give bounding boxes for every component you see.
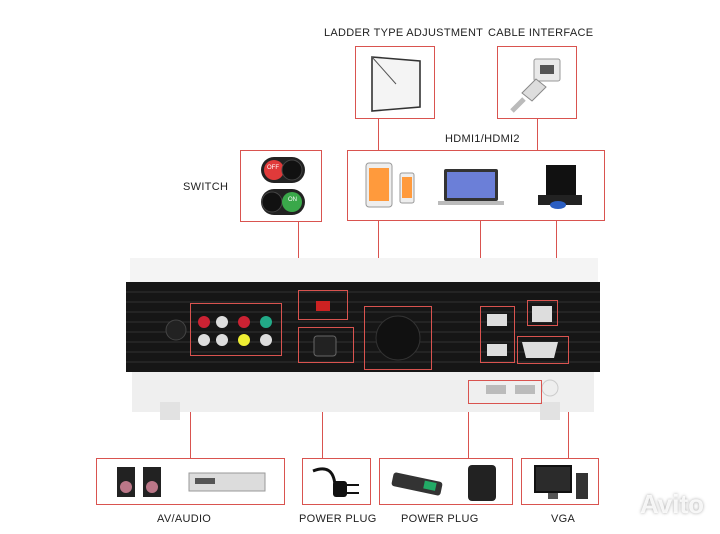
connector-line: [190, 374, 191, 458]
monitor-icon: [534, 465, 588, 499]
hdmi-ports-highlight: [480, 306, 515, 363]
speakers-icon: [117, 467, 161, 497]
power-socket-highlight: [298, 327, 354, 363]
keystone-trapezoid-icon: [371, 56, 421, 112]
av-audio-box: [96, 458, 285, 505]
usb-ports-highlight: [468, 380, 542, 404]
power-plug-box-2: [379, 458, 513, 505]
power-plug-label-1: POWER PLUG: [299, 513, 377, 525]
connector-line: [468, 384, 469, 458]
vga-box: [521, 458, 599, 505]
power-plug-icon: [312, 467, 359, 497]
ethernet-port-highlight: [527, 300, 558, 326]
laptop-icon: [438, 169, 504, 205]
fan-highlight: [364, 306, 432, 370]
cable-interface-label: CABLE INTERFACE: [488, 27, 594, 39]
connector-line: [298, 222, 299, 290]
usb-drive-icon: [391, 472, 443, 496]
av-audio-label: AV/AUDIO: [157, 513, 212, 525]
vga-port-highlight: [517, 336, 569, 364]
power-plug-label-2: POWER PLUG: [401, 513, 479, 525]
connector-line: [378, 118, 379, 150]
connector-line: [537, 118, 538, 150]
ladder-adjustment-label: LADDER TYPE ADJUSTMENT: [324, 27, 484, 39]
switch-box: OFF ON: [240, 150, 322, 222]
hdmi-devices-box: [347, 150, 605, 221]
switch-label: SWITCH: [183, 181, 229, 193]
switch-illustration: [261, 157, 305, 215]
av-jacks: [198, 316, 272, 346]
ethernet-cable-icon: [510, 58, 561, 113]
vga-label: VGA: [551, 513, 576, 525]
power-switch-highlight: [298, 290, 348, 320]
hard-drive-icon: [468, 465, 496, 501]
switch-off-text: OFF: [267, 165, 279, 171]
game-console-icon: [538, 165, 582, 209]
cable-interface-box: [497, 46, 577, 119]
power-plug-box-1: [302, 458, 371, 505]
tablet-icon: [365, 162, 393, 208]
phone-icon: [399, 172, 415, 204]
hdmi-label: HDMI1/HDMI2: [445, 133, 520, 145]
switch-on-text: ON: [288, 197, 297, 203]
amplifier-icon: [188, 472, 266, 492]
watermark: Avito: [639, 489, 704, 519]
av-ports-highlight: [190, 303, 282, 356]
ladder-adjustment-box: [355, 46, 435, 119]
